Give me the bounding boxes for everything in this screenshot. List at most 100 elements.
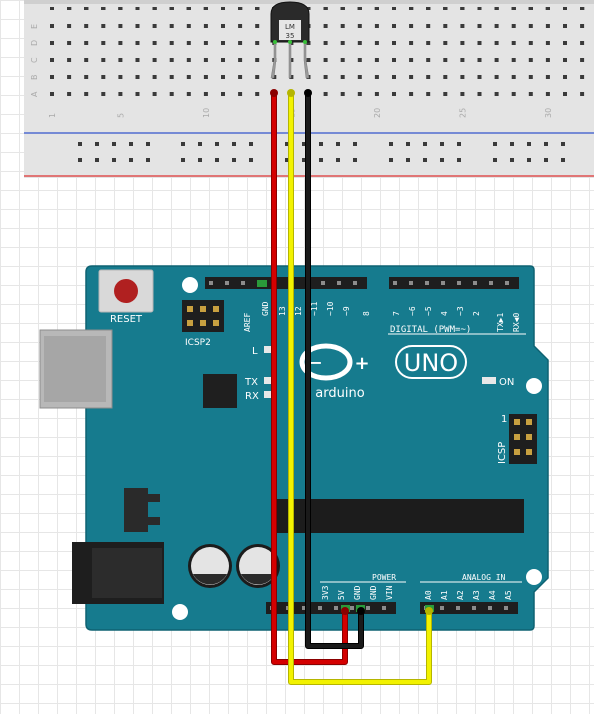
digital-pin-label: ~11 — [310, 301, 319, 316]
analog-pin-label: A5 — [504, 590, 513, 600]
breadboard-top-edge — [24, 0, 594, 4]
breadboard-hole — [84, 75, 89, 79]
breadboard-column-label: 5 — [116, 113, 125, 118]
breadboard-hole — [340, 24, 345, 28]
rail-hole — [319, 142, 323, 146]
breadboard-hole — [580, 58, 585, 62]
digital-pin-label: ~10 — [326, 301, 335, 316]
breadboard-hole — [323, 75, 328, 79]
breadboard-hole — [50, 92, 54, 96]
rail-hole — [440, 158, 444, 162]
breadboard-hole — [374, 75, 379, 79]
breadboard-hole — [460, 41, 465, 45]
breadboard-hole — [118, 7, 123, 10]
uno-badge — [395, 345, 467, 379]
rail-hole — [78, 158, 82, 162]
breadboard-hole — [374, 7, 379, 10]
breadboard-row-label: B — [30, 75, 39, 81]
breadboard-hole — [186, 75, 191, 79]
digital-header-right-pin — [505, 281, 509, 285]
rx-label: RX — [245, 391, 259, 402]
breadboard-hole — [323, 41, 328, 45]
breadboard-hole — [528, 92, 533, 96]
usb-chip — [203, 374, 237, 408]
breadboard-hole — [255, 75, 260, 79]
breadboard-hole — [580, 92, 585, 96]
sensor-label-line1: LM — [285, 23, 295, 31]
icsp-pin — [526, 434, 532, 440]
breadboard-hole — [323, 24, 328, 28]
breadboard-hole — [50, 41, 54, 45]
breadboard-hole — [580, 41, 585, 45]
breadboard-row-label: D — [30, 40, 39, 46]
breadboard-hole — [477, 41, 482, 45]
breadboard-hole — [340, 75, 345, 79]
breadboard-hole — [357, 58, 362, 62]
breadboard-hole — [340, 7, 345, 10]
breadboard-hole — [511, 58, 516, 62]
breadboard-hole — [221, 24, 225, 28]
power-header-pin — [382, 606, 386, 610]
breadboard-hole — [323, 92, 328, 96]
breadboard-terminal-holes — [50, 7, 585, 96]
rail-hole — [198, 142, 202, 146]
breadboard-hole — [203, 75, 208, 79]
breadboard-hole — [545, 92, 550, 96]
digital-header-left-pin — [225, 281, 229, 285]
breadboard-hole — [528, 7, 533, 10]
breadboard-hole — [169, 7, 174, 10]
breadboard-hole — [50, 75, 54, 79]
wire-end — [270, 89, 278, 97]
voltage-regulator — [124, 488, 148, 532]
rail-hole — [561, 142, 565, 146]
breadboard-hole — [528, 75, 533, 79]
breadboard-hole — [528, 41, 533, 45]
rail-hole — [112, 158, 116, 162]
breadboard-hole — [477, 58, 482, 62]
breadboard-hole — [426, 7, 431, 10]
breadboard-hole — [528, 24, 533, 28]
digital-pin-label: 4 — [440, 311, 449, 316]
breadboard-row-label: E — [30, 24, 39, 29]
breadboard-hole — [477, 7, 482, 10]
breadboard-hole — [289, 58, 294, 62]
breadboard-hole — [135, 75, 140, 79]
wire-end — [341, 607, 349, 615]
breadboard-hole — [169, 92, 174, 96]
breadboard-hole — [426, 58, 431, 62]
gnd-pin-highlight — [257, 280, 267, 287]
breadboard-hole — [203, 24, 208, 28]
power-header-housing — [266, 602, 396, 614]
rail-hole — [423, 142, 427, 146]
breadboard-hole — [67, 41, 72, 45]
breadboard-hole — [392, 7, 396, 10]
rail-hole — [527, 142, 531, 146]
breadboard-hole — [186, 41, 191, 45]
sensor-pin-marker — [288, 40, 292, 44]
breadboard-hole — [392, 58, 396, 62]
analog-header-pin — [488, 606, 492, 610]
breadboard-hole — [118, 58, 123, 62]
rail-hole — [544, 142, 548, 146]
breadboard-hole — [186, 92, 191, 96]
breadboard-hole — [306, 58, 311, 62]
icsp2-housing — [182, 300, 224, 332]
analog-header-pin — [456, 606, 460, 610]
analog-label: ANALOG IN — [462, 573, 506, 582]
breadboard-hole — [67, 24, 72, 28]
icsp2-pin — [200, 306, 206, 312]
rx-led — [264, 391, 274, 398]
wire-red-5v — [272, 93, 347, 664]
rail-hole — [181, 158, 185, 162]
on-led — [482, 377, 496, 384]
rail-hole — [336, 158, 340, 162]
breadboard-hole — [203, 58, 208, 62]
reset-button[interactable] — [114, 279, 138, 303]
breadboard-hole — [84, 7, 89, 10]
icsp-header — [509, 414, 537, 464]
breadboard-hole — [563, 75, 567, 79]
breadboard-hole — [238, 7, 243, 10]
breadboard-hole — [255, 58, 260, 62]
rail-hole — [302, 142, 306, 146]
